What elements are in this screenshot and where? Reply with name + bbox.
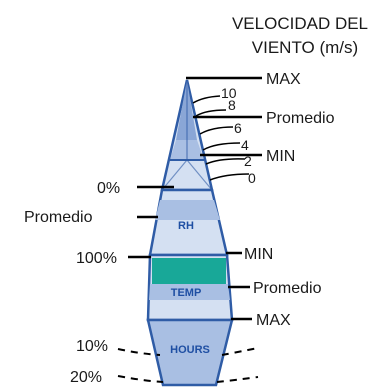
wind-avg-label: Promedio <box>266 110 335 127</box>
temp-section <box>146 253 234 322</box>
wind-scale-0: 0 <box>248 170 256 186</box>
rh-section <box>148 188 229 257</box>
rh-avg-label: Promedio <box>24 209 93 226</box>
wind-scale-2: 2 <box>244 153 252 169</box>
hours-inner-label: HOURS <box>170 344 210 356</box>
wind-title-line1: VELOCIDAD DEL <box>232 14 368 33</box>
rh-inner-label: RH <box>178 220 194 232</box>
rh-top-pct: 0% <box>97 180 120 197</box>
temp-avg-label: Promedio <box>253 280 322 297</box>
temp-inner-label: TEMP <box>171 287 202 299</box>
wind-scale-6: 6 <box>234 120 242 136</box>
wind-max-label: MAX <box>266 71 301 88</box>
hours-guides <box>117 347 259 383</box>
temp-min-label: MIN <box>244 246 273 263</box>
wind-speed-spike <box>160 79 214 192</box>
wind-scale-10: 10 <box>221 85 237 101</box>
wind-scale-8: 8 <box>228 97 236 113</box>
wind-title-line2: VIENTO (m/s) <box>252 38 358 57</box>
hours-pct-20: 20% <box>70 369 102 386</box>
temp-band <box>152 258 226 284</box>
rh-bottom-pct: 100% <box>76 250 117 267</box>
hours-section <box>146 318 234 387</box>
hours-pct-10: 10% <box>76 338 108 355</box>
wind-scale-4: 4 <box>241 137 249 153</box>
wind-min-label: MIN <box>266 148 295 165</box>
wind-scale: 10 8 6 4 2 0 <box>192 85 256 186</box>
temp-max-label: MAX <box>256 312 291 329</box>
